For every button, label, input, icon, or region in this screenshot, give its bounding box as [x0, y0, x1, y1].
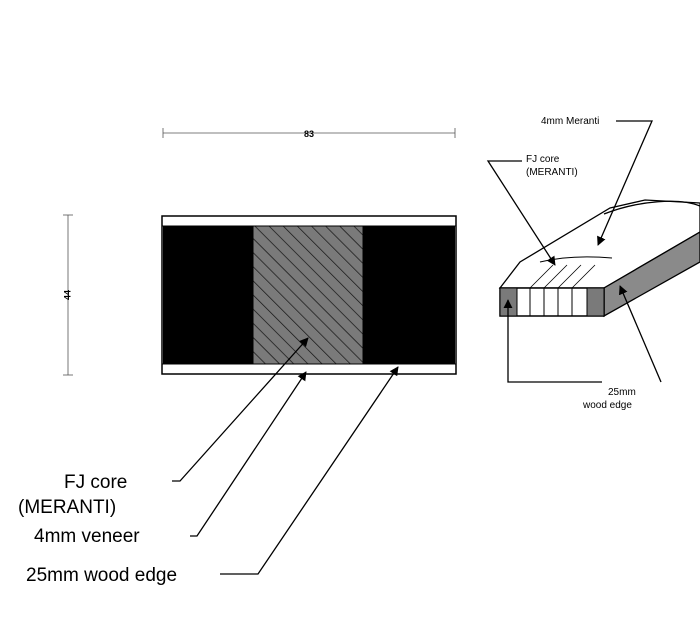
width-dimension-label: 83: [304, 129, 314, 139]
iso-edge-label-line1: 25mm: [608, 387, 636, 398]
iso-veneer-label: 4mm Meranti: [541, 116, 599, 127]
fj-core-hatched: [252, 225, 364, 365]
iso-top-strip-2: [543, 264, 568, 289]
isometric-detail: [498, 199, 700, 318]
cross-section: [161, 215, 457, 375]
cross-section-leaders: [172, 337, 399, 575]
iso-veneer-curve: [603, 200, 700, 215]
edge-leader: [220, 366, 399, 575]
core-label-line1: FJ core: [64, 472, 127, 493]
height-dimension-label: 44: [62, 290, 72, 300]
veneer-leader: [190, 371, 307, 537]
height-dimension: 44: [62, 214, 73, 376]
veneer-label: 4mm veneer: [34, 526, 140, 547]
core-label-line2: (MERANTI): [18, 497, 116, 518]
iso-top-strip-4: [571, 264, 596, 289]
iso-core-label-line1: FJ core: [526, 154, 560, 165]
edge-label: 25mm wood edge: [26, 565, 177, 586]
iso-core-leader: [486, 160, 556, 266]
iso-core-label-line2: (MERANTI): [526, 167, 578, 178]
iso-veneer-leader: [597, 120, 653, 246]
width-dimension: 83: [162, 128, 456, 139]
iso-top-strip-1: [529, 264, 554, 289]
isometric-leaders: [486, 120, 662, 383]
iso-top-strip-3: [557, 264, 582, 289]
iso-edge-leader-left: [503, 299, 602, 383]
core-leader: [172, 337, 309, 482]
iso-edge-leader-right: [619, 285, 662, 383]
iso-edge-label-line2: wood edge: [582, 400, 632, 411]
iso-front-edge-right: [586, 287, 605, 317]
